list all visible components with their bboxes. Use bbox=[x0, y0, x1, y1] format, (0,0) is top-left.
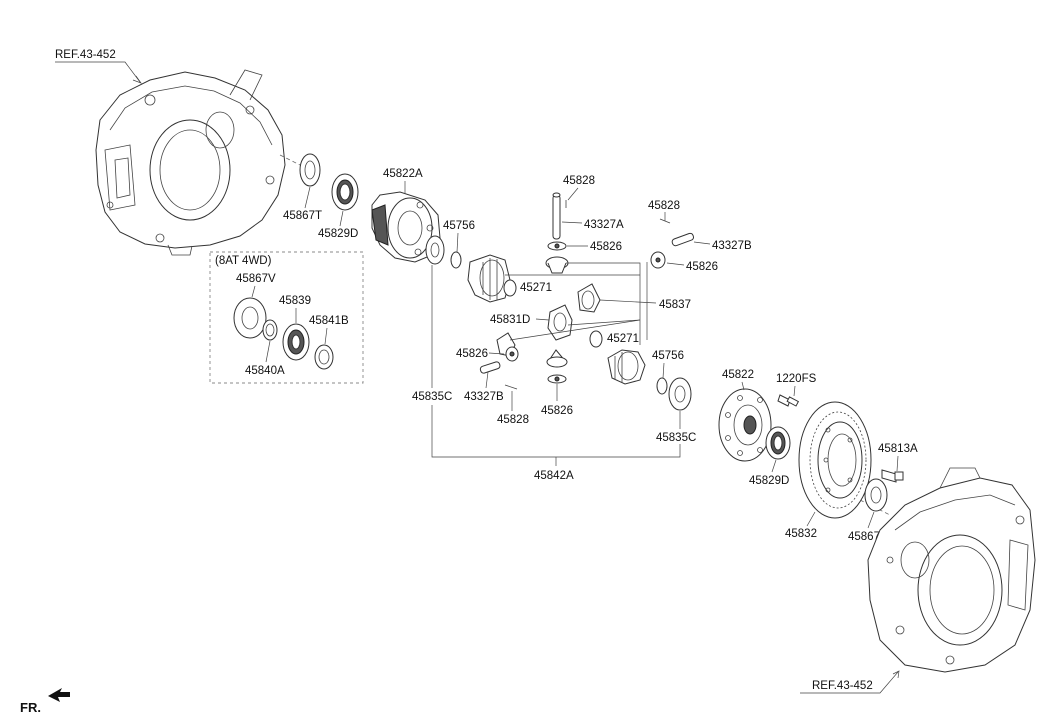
variant-box-8at-4wd bbox=[209, 251, 364, 384]
seal-45841B bbox=[314, 344, 334, 370]
washer-45826-bottom bbox=[547, 374, 567, 384]
pin-45828-lower bbox=[504, 384, 518, 390]
pinion-shaft-43327A bbox=[552, 192, 561, 240]
side-gear-upper bbox=[467, 254, 511, 303]
shaft-43327B-lower bbox=[479, 361, 501, 374]
label-45842A: 45842A bbox=[534, 470, 574, 482]
label-45822A: 45822A bbox=[383, 168, 423, 180]
bearing-45839 bbox=[282, 323, 310, 361]
side-gear-lower bbox=[607, 349, 646, 385]
label-45829D-right: 45829D bbox=[749, 475, 789, 487]
label-45271-lower: 45271 bbox=[607, 333, 639, 345]
label-45813A: 45813A bbox=[878, 443, 918, 455]
snap-ring-45756-lower bbox=[656, 377, 668, 395]
right-transaxle-housing bbox=[867, 467, 1036, 673]
bolt-1220FS bbox=[777, 394, 800, 407]
washer-45867V bbox=[233, 297, 267, 339]
label-45271-upper: 45271 bbox=[520, 282, 552, 294]
axis-line-left bbox=[279, 154, 301, 166]
washer-45826-left bbox=[505, 346, 519, 362]
label-45826-bottom: 45826 bbox=[541, 405, 573, 417]
label-45756-lower: 45756 bbox=[652, 350, 684, 362]
left-transaxle-housing bbox=[95, 69, 286, 256]
spacer-45831D bbox=[547, 304, 573, 341]
label-43327B-lower: 43327B bbox=[464, 391, 504, 403]
label-43327B-upper: 43327B bbox=[712, 240, 752, 252]
bearing-45829D-right bbox=[765, 426, 791, 460]
pinion-gear-upper bbox=[545, 256, 569, 274]
label-45826-top: 45826 bbox=[590, 241, 622, 253]
label-45828-lower: 45828 bbox=[497, 414, 529, 426]
ref-leader-bottom bbox=[800, 671, 899, 694]
label-45828-right: 45828 bbox=[648, 200, 680, 212]
washer-45835C-left bbox=[425, 235, 445, 265]
label-45841B: 45841B bbox=[309, 315, 349, 327]
front-arrow-icon bbox=[48, 688, 70, 702]
pinion-gear-lower bbox=[546, 349, 568, 368]
washer-45835C-right bbox=[668, 377, 692, 411]
bolt-45813A bbox=[881, 469, 904, 483]
snap-ring-45756-upper bbox=[450, 251, 462, 269]
front-label: FR. bbox=[20, 700, 41, 715]
washer-45271-lower bbox=[589, 330, 603, 348]
label-45829D-left: 45829D bbox=[318, 228, 358, 240]
differential-case-45822A bbox=[371, 191, 441, 263]
ref-label-top: REF.43-452 bbox=[55, 49, 116, 61]
ring-45840A bbox=[262, 319, 278, 341]
label-45826-left: 45826 bbox=[456, 348, 488, 360]
label-45840A: 45840A bbox=[245, 365, 285, 377]
washer-45826-top bbox=[547, 241, 567, 251]
label-45837: 45837 bbox=[659, 299, 691, 311]
label-45822: 45822 bbox=[722, 369, 754, 381]
label-45867T-left: 45867T bbox=[283, 210, 322, 222]
label-45835C-right: 45835C bbox=[656, 432, 696, 444]
label-45867V: 45867V bbox=[236, 273, 276, 285]
label-45826-right: 45826 bbox=[686, 261, 718, 273]
pinion-gear-45837 bbox=[577, 283, 601, 313]
label-45832: 45832 bbox=[785, 528, 817, 540]
label-45831D: 45831D bbox=[490, 314, 530, 326]
ring-gear-45832 bbox=[798, 401, 872, 519]
bracket-right bbox=[566, 262, 641, 345]
label-1220FS: 1220FS bbox=[776, 373, 817, 385]
label-45828-top: 45828 bbox=[563, 175, 595, 187]
differential-case-45822 bbox=[718, 388, 772, 462]
variant-label: (8AT 4WD) bbox=[215, 255, 272, 267]
label-45756-upper: 45756 bbox=[443, 220, 475, 232]
washer-45867T-right bbox=[864, 478, 888, 512]
washer-45271-upper bbox=[503, 279, 517, 297]
label-43327A: 43327A bbox=[584, 219, 624, 231]
ref-leader-top bbox=[55, 61, 141, 83]
label-45835C-left: 45835C bbox=[412, 391, 452, 403]
washer-45867T-left bbox=[299, 153, 321, 187]
bearing-45829D-left bbox=[331, 173, 359, 211]
washer-45826-right bbox=[650, 251, 666, 269]
ref-label-bottom: REF.43-452 bbox=[812, 680, 873, 692]
shaft-43327B-upper bbox=[671, 232, 695, 247]
label-45839: 45839 bbox=[279, 295, 311, 307]
